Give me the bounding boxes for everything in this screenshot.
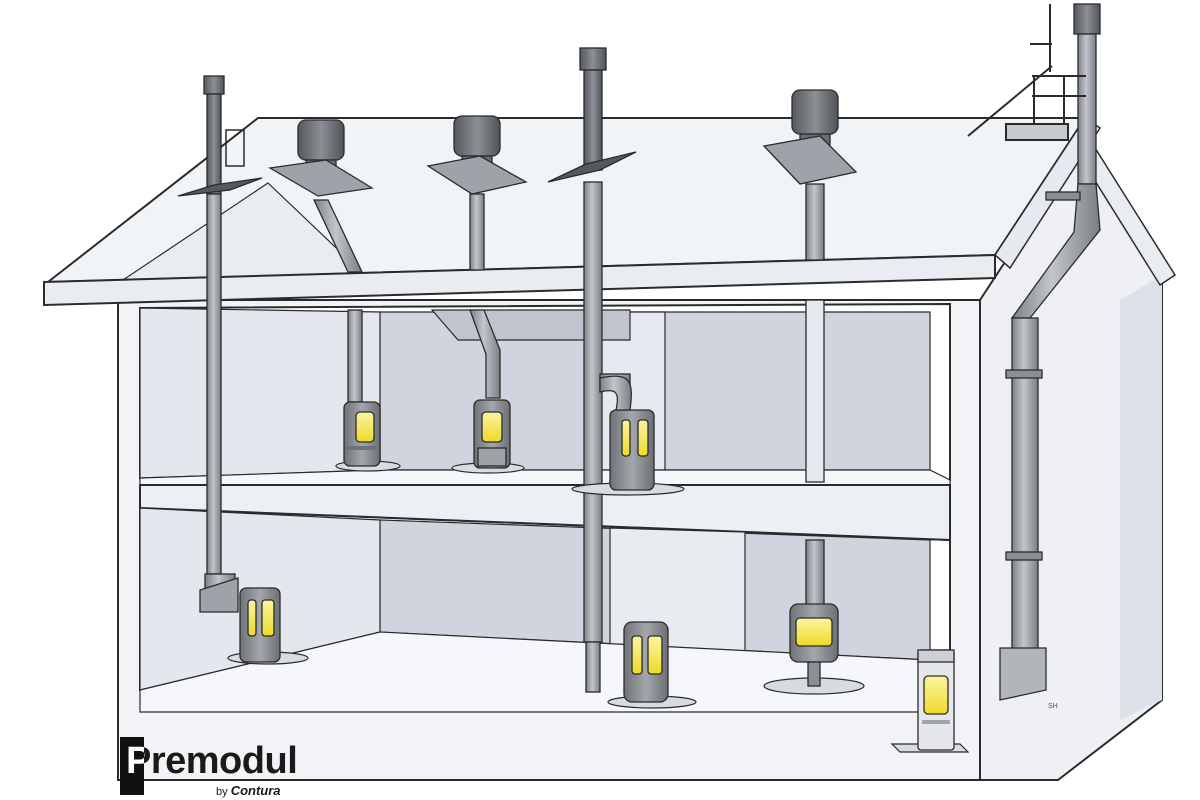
stove-flame-window bbox=[631, 635, 643, 675]
stove-flame-window bbox=[923, 675, 949, 715]
chimney-2 bbox=[268, 119, 374, 403]
chimney-4-lower-pipe bbox=[585, 641, 601, 693]
roof-ladder bbox=[967, 4, 1086, 141]
chimney-1-support bbox=[225, 129, 245, 167]
chimney-5-pipe-lower bbox=[805, 539, 825, 611]
flue-system bbox=[177, 3, 1101, 701]
chimney-5-pipe-upper bbox=[805, 299, 825, 483]
chimney-5-pipe-roof bbox=[805, 183, 825, 261]
chimney-4-cap bbox=[579, 47, 607, 71]
stove-flame-window bbox=[481, 411, 503, 443]
chimney-4-pipe bbox=[583, 181, 603, 643]
stove-flame-window bbox=[355, 411, 375, 443]
logo-mark bbox=[120, 737, 144, 795]
ground-right-stove bbox=[789, 603, 839, 687]
chimney-3-bent-pipe bbox=[469, 309, 501, 399]
stove-flame-window bbox=[647, 635, 663, 675]
chimney-1-pipe-top bbox=[206, 93, 222, 195]
logo-byline-prefix: by bbox=[216, 786, 228, 798]
chimney-3 bbox=[426, 115, 528, 399]
chimney-4 bbox=[547, 47, 637, 693]
chimney-1-pipe bbox=[206, 193, 222, 575]
chimney-5-cowl bbox=[791, 89, 839, 135]
chimney-5-flashing bbox=[762, 135, 858, 185]
chimney-6-roof-bracket bbox=[1045, 191, 1081, 201]
chimney-6-external bbox=[999, 3, 1101, 701]
chimney-6-cap bbox=[1073, 3, 1101, 35]
logo-byline: by Contura bbox=[216, 783, 281, 798]
chimney-2-flashing bbox=[268, 159, 374, 197]
chimney-2-bent-pipe bbox=[312, 199, 364, 273]
roof-eave bbox=[43, 253, 996, 307]
chimney-3-flashing bbox=[426, 155, 528, 195]
upper-slab bbox=[139, 484, 951, 542]
upper-floor bbox=[139, 307, 951, 542]
upper-middle-stove bbox=[473, 399, 511, 469]
chimney-2-pipe bbox=[347, 309, 363, 403]
brand-logo: Premodul Premodul by Contura bbox=[120, 737, 310, 798]
chimney-6-pipe bbox=[1011, 317, 1039, 655]
upper-right-stove bbox=[599, 375, 655, 491]
chimney-1-cap bbox=[203, 75, 225, 95]
chimney-4-flashing bbox=[547, 151, 637, 183]
chimney-6-base bbox=[999, 647, 1047, 701]
chimney-6-bracket-1 bbox=[1005, 369, 1043, 379]
chimney-6-pipe-top bbox=[1077, 33, 1097, 185]
chimney-1 bbox=[177, 75, 263, 613]
stoves bbox=[239, 375, 955, 751]
chimney-3-cowl bbox=[453, 115, 501, 157]
ground-corner-stove bbox=[917, 649, 955, 751]
stove-flame-window bbox=[261, 599, 275, 637]
stove-flame-window bbox=[637, 419, 649, 457]
ground-left-stove bbox=[239, 587, 281, 663]
ground-middle-stove bbox=[623, 621, 669, 703]
chimney-1-wall-bracket bbox=[199, 577, 239, 613]
chimney-6-bracket-2 bbox=[1005, 551, 1043, 561]
stove-flame-window bbox=[795, 617, 833, 647]
upper-left-stove bbox=[343, 401, 381, 467]
chimney-4-pipe-top bbox=[583, 69, 603, 171]
logo-wordmark-overlay: Premodul bbox=[126, 740, 298, 782]
logo-byline-name: Contura bbox=[230, 783, 281, 798]
logo-wordmark: Premodul bbox=[126, 740, 298, 782]
stove-flame-window bbox=[247, 599, 257, 637]
stove-flame-window bbox=[621, 419, 631, 457]
side-wall-shade bbox=[1120, 275, 1162, 720]
chimney-3-pipe-roof bbox=[469, 193, 485, 271]
chimney-2-cowl bbox=[297, 119, 345, 161]
chimney-1-flashing bbox=[177, 177, 263, 197]
chimney-5 bbox=[762, 89, 858, 611]
artist-signature: SH bbox=[1048, 703, 1058, 710]
